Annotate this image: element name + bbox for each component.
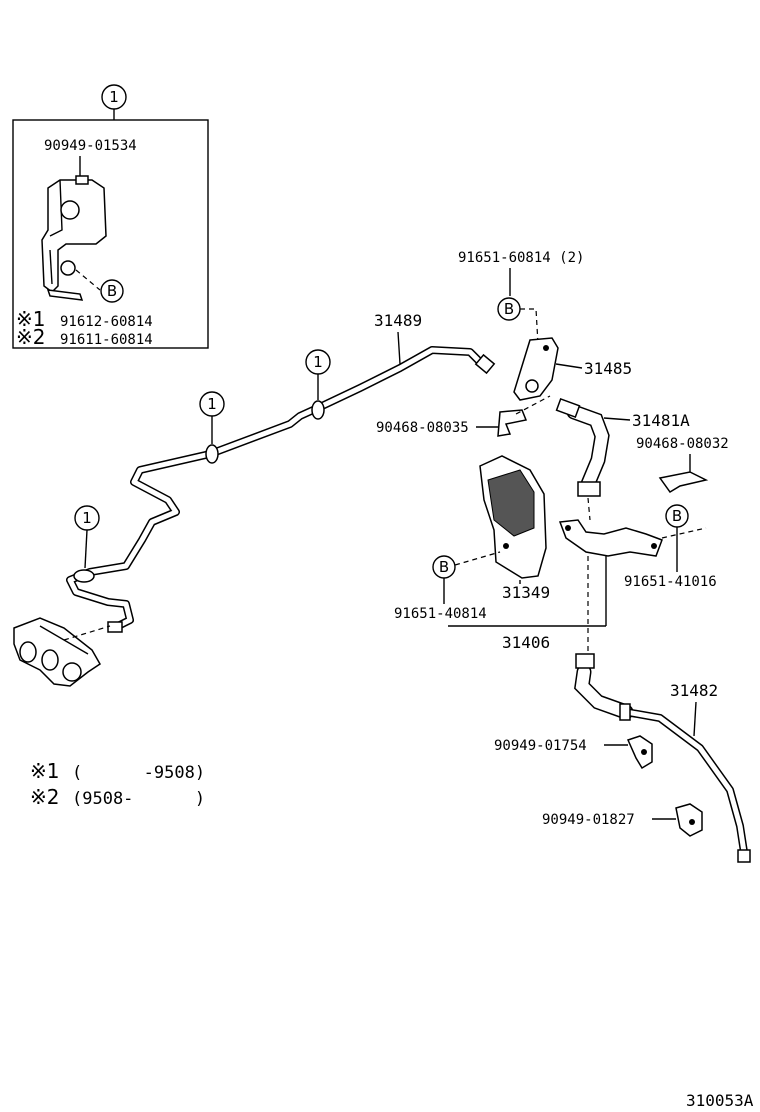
label-91651-41016: 91651-41016 xyxy=(624,574,717,590)
inset-detail: 1 90949-01534 B ※1 91612-60814 ※2 91611-… xyxy=(12,84,209,349)
callout-b-mid-left: B xyxy=(439,558,449,576)
callout-b-right: B xyxy=(672,507,682,525)
protector-31349 xyxy=(479,455,547,579)
callout-b-top: B xyxy=(504,300,514,318)
clip-90468-08032 xyxy=(658,471,709,493)
label-31489: 31489 xyxy=(374,311,422,330)
clamp-90949-01827 xyxy=(675,803,703,837)
note2-mark: ※2 xyxy=(30,785,59,809)
label-31349: 31349 xyxy=(502,583,550,602)
label-91651-60814: 91651-60814 (2) xyxy=(458,250,584,266)
callout-1-b: 1 xyxy=(207,395,217,413)
clamp-90949-01754 xyxy=(626,735,653,770)
note1-mark: ※1 xyxy=(30,759,59,783)
bracket-31485 xyxy=(513,337,559,401)
inset-frame xyxy=(12,119,209,349)
label-31482: 31482 xyxy=(670,681,718,700)
inset-callout-1: 1 xyxy=(109,88,119,106)
label-90468-08032: 90468-08032 xyxy=(636,436,729,452)
clip-90468-08035 xyxy=(497,409,528,437)
note1-text: ( -9508) xyxy=(72,763,205,783)
inset-note1-part: 91612-60814 xyxy=(60,314,153,330)
label-31406: 31406 xyxy=(502,633,550,652)
inset-callout-b-circle xyxy=(100,279,124,303)
inset-note2-mark: ※2 xyxy=(16,325,45,349)
pipe-clamp-callouts: 1 1 1 xyxy=(74,349,331,569)
label-31485: 31485 xyxy=(584,359,632,378)
label-31481A: 31481A xyxy=(632,411,690,430)
hose-31482 xyxy=(574,653,751,863)
inset-callout-b: B xyxy=(107,282,117,300)
label-90949-01827: 90949-01827 xyxy=(542,812,635,828)
inset-note2-part: 91611-60814 xyxy=(60,332,153,348)
delivery-pipe xyxy=(13,617,101,687)
inset-note1-mark: ※1 xyxy=(16,307,45,331)
hose-31481A xyxy=(555,397,610,497)
label-91651-40814: 91651-40814 xyxy=(394,606,487,622)
callout-1-c: 1 xyxy=(82,509,92,527)
bracket-31406 xyxy=(558,519,663,557)
callout-1-a: 1 xyxy=(313,353,323,371)
inset-clamp-part-number: 90949-01534 xyxy=(44,138,137,154)
label-90468-08035: 90468-08035 xyxy=(376,420,469,436)
fuel-pipe-31489 xyxy=(66,346,496,633)
clamp-illustration xyxy=(41,175,107,301)
note2-text: (9508- ) xyxy=(72,789,205,809)
diagram-code: 310053A xyxy=(686,1091,754,1110)
label-90949-01754: 90949-01754 xyxy=(494,738,587,754)
